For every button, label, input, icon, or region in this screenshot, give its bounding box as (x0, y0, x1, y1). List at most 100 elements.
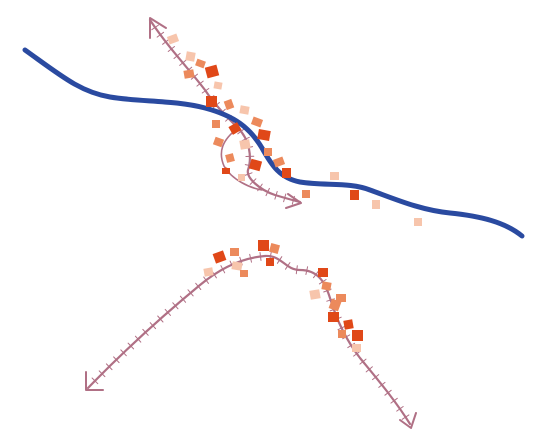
settlement-dot (223, 167, 229, 173)
road-lower-arrowhead-west (85, 371, 104, 391)
settlement-block (350, 190, 359, 200)
settlement-block (352, 344, 361, 352)
settlement-block (230, 248, 239, 256)
settlements (166, 33, 422, 352)
road-upper-arrowhead-north (149, 17, 167, 39)
settlement-block (321, 281, 332, 291)
road-tick (305, 266, 309, 275)
settlement-block (343, 319, 354, 330)
settlement-block (212, 250, 227, 264)
road-upper-branch (220, 127, 263, 191)
settlement-block (185, 51, 196, 62)
road-tick (295, 265, 298, 275)
road-tick (164, 308, 171, 316)
road-tick (283, 193, 287, 203)
settlement-block (223, 98, 235, 111)
road-tick (179, 295, 187, 303)
settlement-block (268, 242, 281, 255)
road-upper-line (148, 18, 302, 204)
road-tick (98, 370, 106, 378)
settlement-block (318, 268, 328, 277)
road-lower-line (86, 254, 412, 426)
road-tick (244, 172, 253, 176)
settlement-block (330, 172, 339, 180)
road-tick (162, 38, 170, 45)
settlement-block (212, 120, 220, 128)
road-tick (187, 289, 194, 297)
road-tick (167, 46, 175, 52)
road-tick (384, 389, 392, 396)
road-tick (390, 397, 398, 404)
river-taper-east (449, 212, 523, 237)
road-tick (91, 377, 99, 385)
settlement-block (225, 153, 235, 163)
road-tick (353, 350, 361, 357)
settlement-block (352, 330, 363, 341)
settlement-block (240, 270, 248, 277)
road-tick (342, 334, 351, 340)
road-tick (257, 183, 263, 192)
settlement-block (328, 312, 339, 322)
road-tick (249, 178, 257, 185)
settlement-block (228, 122, 242, 135)
settlement-block (372, 200, 380, 209)
road-tick (378, 381, 386, 388)
road-tick (105, 363, 113, 371)
road-lower-arrowhead-south (399, 412, 417, 429)
settlement-block (257, 129, 271, 141)
settlement-block (282, 168, 291, 178)
road-tick (401, 414, 410, 420)
road-tick (372, 374, 380, 381)
settlement-block (250, 116, 264, 128)
road-tick (196, 80, 204, 87)
road-tick (396, 406, 404, 412)
settlement-block (195, 58, 206, 69)
settlement-block (266, 258, 274, 266)
road-tick (127, 342, 135, 350)
road-tick (359, 358, 367, 365)
road-tick (276, 256, 283, 264)
road-tick (241, 136, 250, 142)
road-tick (151, 24, 159, 31)
settlement-block (309, 289, 321, 300)
settlement-block (264, 148, 272, 156)
road-tick (120, 349, 127, 357)
settlement-block (183, 69, 195, 79)
settlement-block (336, 294, 346, 302)
road-tick (134, 335, 142, 343)
road-tick (113, 356, 120, 364)
road-tick (285, 262, 291, 270)
road-tick (157, 315, 164, 323)
settlement-block (231, 261, 243, 271)
road-tick (220, 265, 226, 274)
settlement-block (213, 81, 223, 90)
settlement-block (248, 158, 263, 172)
road-tick (237, 128, 245, 135)
settlement-block (338, 330, 346, 338)
road-tick (313, 270, 319, 279)
road-tick (156, 31, 165, 38)
road-tick (259, 252, 262, 261)
river (22, 47, 525, 239)
road-tick (172, 302, 179, 310)
settlement-block (239, 139, 251, 150)
settlement-block (204, 64, 220, 79)
road-upper-arrowhead-south (285, 193, 302, 209)
settlement-block (258, 240, 269, 251)
road-tick (179, 59, 187, 66)
road-lower (85, 251, 417, 429)
road-tick (291, 195, 295, 205)
settlement-block (414, 218, 422, 226)
road-tick (249, 253, 252, 263)
road-tick (203, 276, 209, 284)
settlement-block (238, 174, 245, 181)
settlement-block (166, 33, 180, 45)
road-tick (365, 366, 373, 373)
settlement-block (272, 156, 286, 168)
road-tick (195, 282, 202, 290)
road-tick (142, 328, 149, 336)
road-tick (337, 325, 346, 331)
road-tick (265, 187, 270, 197)
settlement-block (212, 136, 225, 148)
